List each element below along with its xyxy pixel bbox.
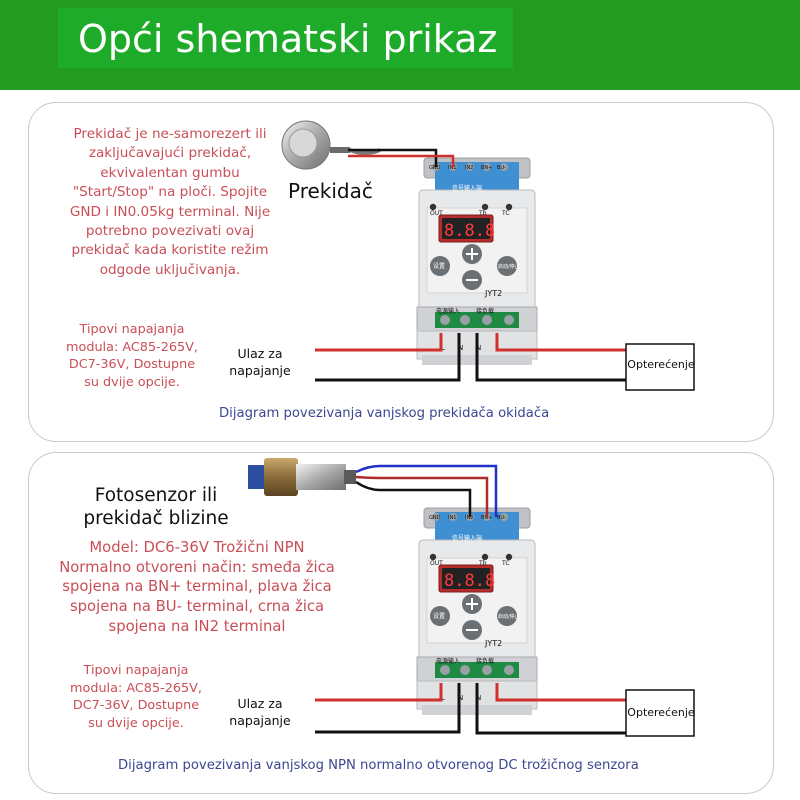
led-tb-label: Tb [478, 560, 487, 567]
load-box [625, 689, 695, 737]
proximity-sensor [248, 458, 356, 496]
load-wire-black [475, 333, 628, 382]
sensor-wire-blue [355, 464, 498, 517]
terminal-bu-label: BU- [497, 165, 506, 171]
bottom-terminal-n2: N [476, 694, 481, 702]
sensor-wire-brown [355, 475, 489, 517]
description-line: Prekidač je ne-samorezert ili [73, 126, 267, 142]
led-tc-label: TC [501, 210, 510, 217]
led-out-label: OUT [430, 210, 443, 217]
header-title-box [58, 8, 513, 68]
power-input-wire-black [315, 333, 461, 382]
bottom-terminal-n1: N [458, 694, 463, 702]
note-line: DC7-36V, Dostupne [68, 357, 196, 373]
model-label: JYT2 [484, 639, 502, 648]
power-input-line: Ulaz za [237, 696, 283, 711]
bottom-terminal-l1: L [441, 344, 445, 352]
description-line: zaključavajući prekidač, [88, 145, 252, 162]
load-out-label: 接负载 [476, 657, 494, 665]
model-line: Normalno otvoreni način: smeđa žica [59, 558, 335, 576]
sensor-label-line: Fotosenzor ili [94, 485, 218, 506]
power-input-label: Ulaz za napajanje [228, 345, 292, 379]
switch-wire-red [348, 154, 455, 167]
terminal-in1-label: IN1 [448, 165, 456, 171]
sensor-label-line: prekidač blizine [83, 508, 229, 529]
terminal-bn-label: BN+ [481, 515, 492, 521]
note-line: su dvije opcije. [84, 374, 180, 390]
load-label: Opterećenje [627, 706, 695, 719]
power-type-note: Tipovi napajanja modula: AC85-265V, DC7-… [56, 662, 216, 732]
model-line: spojena na BU- terminal, crna žica [69, 598, 325, 616]
power-input-label: Ulaz za napajanje [228, 695, 292, 729]
load-wire-red [495, 683, 628, 702]
led-tb-label: Tb [478, 210, 487, 217]
power-input-wire-red [315, 683, 443, 702]
led-tc-label: TC [501, 560, 510, 567]
panel-sensor-diagram [28, 452, 774, 794]
power-input-line: Ulaz za [237, 346, 283, 361]
model-line: Model: DC6-36V Trožični NPN [89, 539, 305, 556]
note-line: Tipovi napajanja [83, 663, 189, 678]
display-digits: 8.8.8 [444, 221, 495, 241]
terminal-bn-label: BN+ [481, 165, 492, 171]
load-wire-black [475, 683, 628, 735]
description-line: "Start/Stop" na ploči. Spojite [72, 184, 268, 201]
description-line: GND i IN0.05kg terminal. Nije [69, 203, 271, 220]
bottom-terminal-n1: N [458, 344, 463, 352]
sensor-wire-black [355, 480, 472, 517]
note-line: DC7-36V, Dostupne [72, 698, 200, 714]
power-in-label: 电源输入 [436, 307, 460, 315]
load-label: Opterećenje [627, 358, 695, 371]
signal-input-label: 信号输入端 [452, 534, 482, 542]
note-line: su dvije opcije. [88, 715, 184, 731]
power-input-line: napajanje [229, 363, 291, 378]
start-stop-button-label: 启动/停止 [498, 613, 520, 620]
bottom-terminal-l1: L [441, 694, 445, 702]
model-line: spojena na BN+ terminal, plava žica [62, 578, 332, 596]
description-line: ekvivalentan gumbu [100, 164, 240, 181]
bottom-terminal-l2: L [497, 344, 501, 352]
note-line: modula: AC85-265V, [70, 680, 202, 696]
description-line: potrebno povezivati ovaj [85, 223, 255, 240]
power-input-wire-black [315, 683, 461, 734]
load-wire-red [495, 333, 628, 352]
terminal-bu-label: BU- [497, 515, 506, 521]
display-digits: 8.8.8 [444, 571, 495, 591]
terminal-gnd-label: GND [429, 515, 441, 521]
switch-description: Prekidač je ne-samorezert ili zaključava… [50, 125, 290, 280]
bottom-terminal-n2: N [476, 344, 481, 352]
note-line: modula: AC85-265V, [66, 339, 198, 355]
load-box [625, 343, 695, 391]
set-button-label: 设置 [433, 262, 445, 270]
caption-sensor-diagram: Dijagram povezivanja vanjskog NPN normal… [118, 758, 639, 773]
sensor-model-description: Model: DC6-36V Trožični NPN Normalno otv… [42, 538, 352, 637]
load-out-label: 接负载 [476, 307, 494, 315]
model-label: JYT2 [484, 289, 502, 298]
power-type-note: Tipovi napajanja modula: AC85-265V, DC7-… [52, 321, 212, 391]
terminal-in1-label: IN1 [448, 515, 456, 521]
page-title: Opći shematski prikaz [78, 17, 498, 61]
note-line: Tipovi napajanja [79, 322, 185, 337]
push-button-switch [281, 120, 381, 170]
power-in-label: 电源输入 [436, 657, 460, 665]
sensor-label: Fotosenzor ili prekidač blizine [66, 484, 246, 530]
description-line: odgode uključivanja. [99, 261, 241, 278]
terminal-in2-label: IN2 [465, 515, 473, 521]
description-line: prekidač kada koristite režim [71, 242, 269, 259]
bottom-terminal-l2: L [497, 694, 501, 702]
terminal-in2-label: IN2 [465, 165, 473, 171]
led-out-label: OUT [430, 560, 443, 567]
model-line: spojena na IN2 terminal [108, 617, 286, 635]
switch-label: Prekidač [288, 179, 373, 203]
power-input-line: napajanje [229, 713, 291, 728]
set-button-label: 设置 [433, 612, 445, 620]
signal-input-label: 信号输入端 [452, 184, 482, 192]
start-stop-button-label: 启动/停止 [498, 263, 520, 270]
switch-wire-black [348, 148, 438, 167]
relay-module-1 [416, 157, 538, 366]
caption-switch-diagram: Dijagram povezivanja vanjskog prekidača … [219, 406, 550, 421]
power-input-wire-red [315, 333, 443, 352]
terminal-gnd-label: GND [429, 165, 441, 171]
